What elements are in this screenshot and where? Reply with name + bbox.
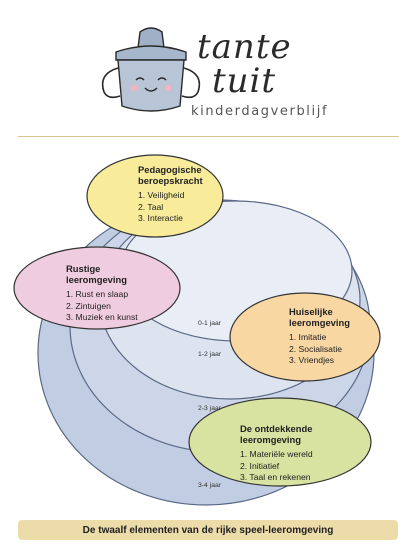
ring-label-0-1: 0-1 jaar — [198, 320, 222, 327]
bubble-item: 1. Rust en slaap — [66, 289, 129, 300]
bubble-item: 2. Zintuigen — [66, 300, 111, 311]
bubble-item: 2. Taal — [138, 201, 164, 212]
brand-subtitle: kinderdagverblijf — [191, 104, 329, 119]
bubble-text-rustige: Rustige leeromgeving 1. Rust en slaap 2.… — [66, 263, 146, 324]
header-divider — [18, 136, 399, 137]
ring-label-2-3: 2-3 jaar — [198, 405, 222, 412]
brand-name-line2: tuit — [212, 61, 277, 101]
bubble-item: 1. Materiële wereld — [240, 449, 313, 460]
bubble-ontdekkende — [188, 397, 372, 487]
bubble-title: Pedagogische beroepskracht — [138, 164, 203, 187]
bubble-item: 2. Initiatief — [240, 460, 280, 471]
age-rings — [13, 154, 381, 506]
sippy-cup-logo-icon — [101, 27, 201, 112]
bubble-text-huiselijke: Huiselijke leeromgeving 1. Imitatie 2. S… — [289, 306, 364, 367]
bubble-huiselijke — [229, 292, 381, 382]
bubble-beroepskracht — [86, 154, 224, 238]
bubble-title: Rustige leeromgeving — [66, 263, 127, 286]
bubble-title: De ontdekkende leeromgeving — [240, 423, 313, 446]
bubble-item: 2. Socialisatie — [289, 343, 343, 354]
bubble-item: 3. Vriendjes — [289, 355, 335, 366]
brand-name-line1: tante — [197, 27, 292, 67]
ring-label-1-2: 1-2 jaar — [198, 351, 222, 358]
bubble-text-beroepskracht: Pedagogische beroepskracht 1. Veiligheid… — [138, 164, 233, 225]
footer-caption: De twaalf elementen van de rijke speel-l… — [18, 520, 398, 540]
bubble-item: 3. Muziek en kunst — [66, 312, 138, 323]
bubble-item: 1. Veiligheid — [138, 190, 185, 201]
bubble-rustige — [13, 246, 181, 330]
bubble-item: 3. Taal en rekenen — [240, 472, 311, 483]
bubble-text-ontdekkende: De ontdekkende leeromgeving 1. Materiële… — [240, 423, 330, 484]
ring-label-3-4: 3-4 jaar — [198, 482, 222, 489]
learning-environment-diagram: 0-1 jaar 1-2 jaar 2-3 jaar 3-4 jaar Peda… — [0, 140, 417, 510]
bubble-title: Huiselijke leeromgeving — [289, 306, 350, 329]
bubble-item: 3. Interactie — [138, 213, 183, 224]
bubble-item: 1. Imitatie — [289, 332, 327, 343]
header: tante tuit kinderdagverblijf — [0, 0, 417, 140]
